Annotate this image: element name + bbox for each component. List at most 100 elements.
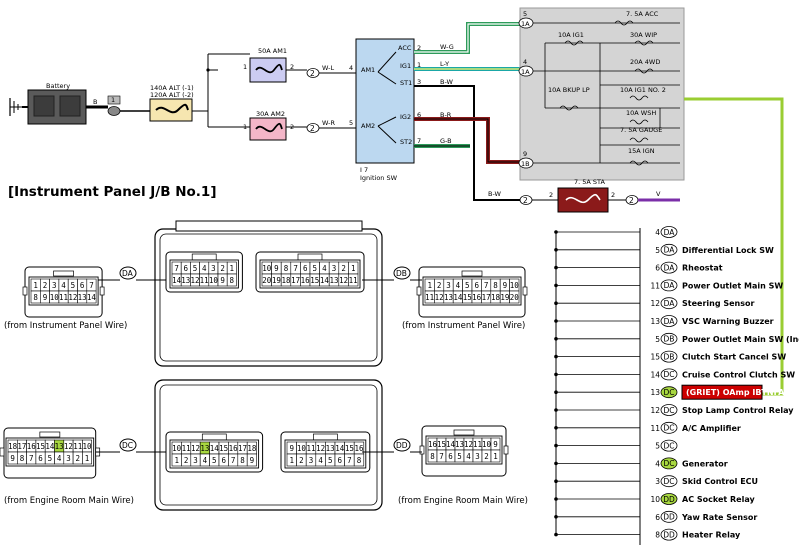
jb-fuse-ig1: 10A IG1 [558, 31, 584, 39]
pin-label: Rheostat [682, 264, 723, 273]
svg-text:3: 3 [417, 78, 421, 86]
harness-db-pin: 10 [510, 281, 520, 290]
am2-fuse: 30A AM2 1 2 [243, 110, 294, 141]
svg-text:5: 5 [523, 10, 527, 18]
jb-db-pin: 3 [332, 264, 337, 273]
jb-da-pin: 8 [230, 276, 235, 285]
jb-dc-pin: 14 [210, 444, 220, 453]
jb-dd-pin: 12 [316, 444, 325, 453]
sta-fuse: 2 B-W 7. 5A STA 2 2 2 V [488, 178, 680, 213]
fusible-link-alt: 140A ALT (-1) 120A ALT (-2) [149, 84, 194, 122]
jb-dc-pin: 8 [240, 456, 245, 465]
svg-text:1: 1 [417, 61, 421, 69]
pin-number: 5 [655, 335, 660, 344]
pin-label: Steering Sensor [682, 299, 754, 308]
harness-db-pin: 5 [465, 281, 470, 290]
pin-connector-code: DA [664, 246, 676, 255]
harness-dd-pin: 12 [464, 440, 473, 449]
harness-db-pin: 13 [444, 293, 453, 302]
harness-db-pin: 18 [491, 293, 501, 302]
pin-connector-code: DA [664, 317, 676, 326]
pin-number: 8 [655, 531, 660, 540]
pin-label: Power Outlet Main SW [682, 281, 783, 290]
harness-da-pin: 14 [87, 293, 97, 302]
ignition-switch: AM1 AM2 ACC IG1 ST1 IG2 ST2 I 7 Ignition… [355, 38, 415, 182]
switch-name: Ignition SW [360, 174, 398, 182]
harness-db-pin: 1 [427, 281, 432, 290]
caption-dd: (from Engine Room Main Wire) [398, 496, 528, 506]
pin-connector-code: DD [663, 530, 675, 539]
jb-db-pin: 9 [274, 264, 279, 273]
pin-connector-code: DC [663, 370, 674, 379]
harness-dd-pin: 2 [484, 452, 489, 461]
harness-dc-pin: 15 [36, 442, 45, 451]
pin-list-item: 12 DA Steering Sensor [554, 297, 754, 310]
jb-fuse-gauge: 7. 5A GAUGE [620, 126, 662, 134]
pin-number: 3 [655, 477, 660, 486]
harness-da-pin: 11 [59, 293, 68, 302]
harness-da-pin: 8 [33, 293, 38, 302]
caption-db: (from Instrument Panel Wire) [402, 321, 525, 331]
pin-number: 6 [655, 513, 660, 522]
harness-db-pin: 14 [453, 293, 463, 302]
svg-text:4: 4 [523, 58, 527, 66]
svg-text:2: 2 [549, 191, 553, 199]
sw-ig1: IG1 [400, 62, 411, 70]
svg-text:2: 2 [629, 196, 634, 205]
harness-dc-pin: 6 [38, 454, 43, 463]
pin-label: Yaw Rate Sensor [681, 513, 757, 522]
pin-label: AC Socket Relay [682, 495, 755, 504]
pin-number: 12 [650, 406, 660, 415]
jb-da-pin: 7 [174, 264, 179, 273]
jb-dc-pin: 18 [247, 444, 257, 453]
jb-dd-pin: 6 [338, 456, 343, 465]
harness-dc-pin: 5 [48, 454, 53, 463]
harness-dc-pin: 16 [27, 442, 37, 451]
harness-db-pin: 11 [425, 293, 434, 302]
harness-dd-pin: 11 [473, 440, 482, 449]
harness-db-pin: 6 [474, 281, 479, 290]
jb-da-pin: 14 [172, 276, 182, 285]
pin-connector-code: DC [663, 424, 674, 433]
harness-dc-pin: 18 [8, 442, 18, 451]
pin-number: 15 [650, 353, 660, 362]
harness-dd-pin: 16 [428, 440, 438, 449]
wire-br-label: B-R [440, 111, 452, 119]
pin-number: 11 [650, 281, 660, 290]
pin-connector-code: DA [664, 299, 676, 308]
harness-dd-pin: 1 [493, 452, 498, 461]
jb-dc-pin: 17 [238, 444, 247, 453]
sw-st1: ST1 [400, 79, 412, 87]
jb-fuse-acc: 7. 5A ACC [626, 10, 659, 18]
pin-number: 12 [650, 299, 660, 308]
pin-label: Heater Relay [682, 531, 741, 540]
pin-label: Clutch Start Cancel SW [682, 353, 786, 362]
harness-da-pin: 2 [43, 281, 48, 290]
svg-text:1: 1 [243, 123, 247, 131]
harness-dc-pin: 12 [64, 442, 73, 451]
pin-connector-code: DC [663, 441, 674, 450]
sw-am2: AM2 [361, 122, 375, 130]
harness-dc-pin: 14 [45, 442, 55, 451]
pin-label: Differential Lock SW [682, 246, 774, 255]
pin-connector-code: DD [663, 495, 675, 504]
pin-label: Stop Lamp Control Relay [682, 406, 794, 415]
pin-connector-code: DB [664, 335, 675, 344]
jb-dd-pin: 5 [328, 456, 333, 465]
jb-dc-pin: 15 [219, 444, 228, 453]
jb-dd-pin: 7 [347, 456, 352, 465]
harness-db-pin: 19 [500, 293, 509, 302]
jb-db-pin: 6 [303, 264, 308, 273]
jb-dc-pin: 16 [229, 444, 239, 453]
harness-da-pin: 4 [61, 281, 66, 290]
fusible-link-label-1: 140A ALT (-1) [150, 84, 194, 92]
